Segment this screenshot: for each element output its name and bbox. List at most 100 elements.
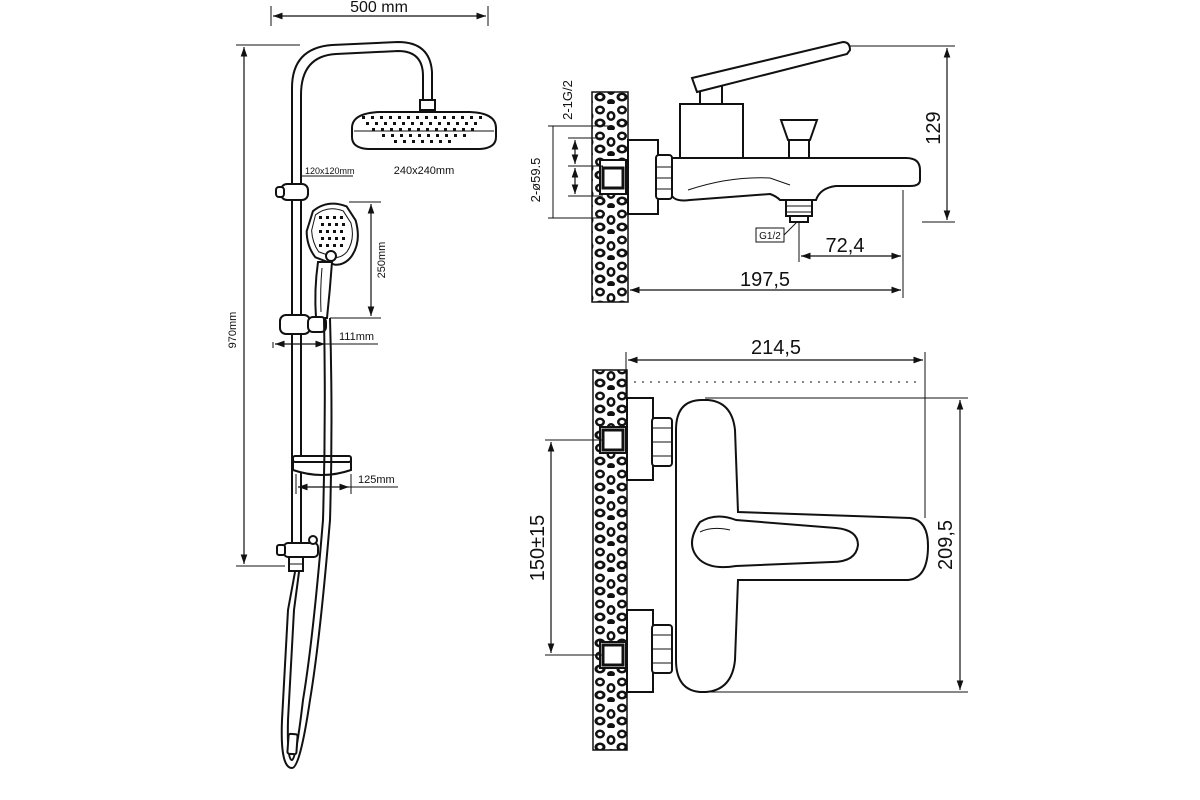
nozzle-dot — [471, 128, 474, 131]
nozzle-dot — [402, 122, 405, 125]
nozzle-dot — [393, 122, 396, 125]
nozzle-dot — [403, 140, 406, 143]
nozzle-dot — [399, 128, 402, 131]
nozzle-dot — [434, 116, 437, 119]
nozzle-dot — [463, 134, 466, 137]
nozzle-dot — [436, 134, 439, 137]
nozzle-dot — [389, 116, 392, 119]
wall-section-top — [591, 91, 629, 303]
diameter-label: 2-ø59.5 — [528, 158, 543, 203]
hand-nozzle-dot — [319, 244, 322, 247]
nozzle-dot — [426, 128, 429, 131]
nozzle-dot — [420, 122, 423, 125]
nozzle-dot — [380, 116, 383, 119]
nozzle-dot — [400, 134, 403, 137]
nozzle-dot — [394, 140, 397, 143]
bracket-label: 120x120mm — [305, 166, 355, 176]
mixer-side-view: 2-1G/2 2-ø59.5 G1/2 129 72,4 197,5 — [528, 40, 955, 303]
nozzle-dot — [407, 116, 410, 119]
nozzle-dot — [439, 140, 442, 143]
hose — [280, 317, 333, 770]
nozzle-dot — [429, 122, 432, 125]
slider: 111mm — [272, 314, 378, 348]
nozzle-dot — [453, 128, 456, 131]
nozzle-dot — [371, 116, 374, 119]
nozzle-dot — [470, 116, 473, 119]
hand-nozzle-dot — [319, 230, 322, 233]
nozzle-dot — [479, 116, 482, 119]
width-dimension: 500 mm — [270, 0, 489, 26]
nozzle-dot — [425, 116, 428, 119]
nozzle-dot — [456, 122, 459, 125]
height-label: 970mm — [227, 312, 239, 349]
nozzle-dot — [382, 134, 385, 137]
nozzle-dot — [398, 116, 401, 119]
nozzle-dot — [411, 122, 414, 125]
overhead-head-label: 240x240mm — [394, 165, 455, 177]
hand-nozzle-dot — [328, 237, 331, 240]
nozzle-dot — [384, 122, 387, 125]
nozzle-dot — [418, 134, 421, 137]
hand-shower: 250mm — [305, 201, 388, 319]
hand-nozzle-dot — [342, 223, 345, 226]
nozzle-dot — [454, 134, 457, 137]
hand-nozzle-dot — [321, 223, 324, 226]
nozzle-dot — [443, 116, 446, 119]
spout-offset-label: 72,4 — [826, 235, 865, 257]
spray-selector-icon — [325, 250, 337, 262]
spacing-label: 150±15 — [527, 515, 549, 582]
nozzle-dot — [416, 116, 419, 119]
hand-shower-length-label: 250mm — [376, 242, 388, 279]
hand-nozzle-dot — [340, 244, 343, 247]
slider-offset-label: 111mm — [339, 331, 374, 343]
hand-nozzle-dot — [342, 237, 345, 240]
nozzle-dot — [421, 140, 424, 143]
nozzle-dot — [375, 122, 378, 125]
nozzle-dot — [391, 134, 394, 137]
hand-nozzle-dot — [333, 230, 336, 233]
top-height-label: 209,5 — [935, 520, 957, 570]
nozzle-dot — [362, 116, 365, 119]
nozzle-dot — [427, 134, 430, 137]
width-label: 500 mm — [350, 0, 408, 16]
nozzle-dot — [448, 140, 451, 143]
spout-thread-label: G1/2 — [759, 231, 781, 242]
nozzle-dot — [412, 140, 415, 143]
nozzle-dot — [409, 134, 412, 137]
nozzle-dot — [452, 116, 455, 119]
nozzle-dot — [438, 122, 441, 125]
nozzle-dot — [445, 134, 448, 137]
hand-nozzle-dot — [335, 223, 338, 226]
hand-nozzle-dot — [326, 244, 329, 247]
hand-nozzle-dot — [333, 244, 336, 247]
soap-dish: 125mm — [292, 455, 398, 494]
hand-nozzle-dot — [319, 216, 322, 219]
upper-clamp — [275, 183, 309, 201]
side-height-label: 129 — [923, 111, 945, 144]
nozzle-dot — [461, 116, 464, 119]
mixer-top-view: 214,5 150±15 209,5 — [527, 337, 968, 751]
hand-nozzle-dot — [326, 230, 329, 233]
nozzle-dot — [417, 128, 420, 131]
hand-nozzle-dot — [328, 223, 331, 226]
height-dimension: 970mm — [227, 44, 300, 567]
nozzle-dot — [390, 128, 393, 131]
nozzle-dot — [444, 128, 447, 131]
hand-nozzle-dot — [340, 230, 343, 233]
nozzle-dot — [366, 122, 369, 125]
diverter — [276, 535, 319, 572]
depth-label: 197,5 — [740, 269, 790, 291]
nozzle-dot — [430, 140, 433, 143]
thread-top-label: 2-1G/2 — [560, 80, 575, 120]
hand-nozzle-dot — [335, 237, 338, 240]
nozzle-dot — [462, 128, 465, 131]
nozzle-dot — [465, 122, 468, 125]
top-width-label: 214,5 — [751, 337, 801, 359]
riser-pipe — [291, 40, 436, 560]
nozzle-dot — [381, 128, 384, 131]
shower-set-view: 500 mm 240x240mm 120x120mm — [227, 0, 497, 770]
hand-nozzle-dot — [321, 237, 324, 240]
bracket-dimension: 120x120mm — [300, 166, 355, 177]
overhead-shower-head: 240x240mm — [351, 111, 497, 177]
